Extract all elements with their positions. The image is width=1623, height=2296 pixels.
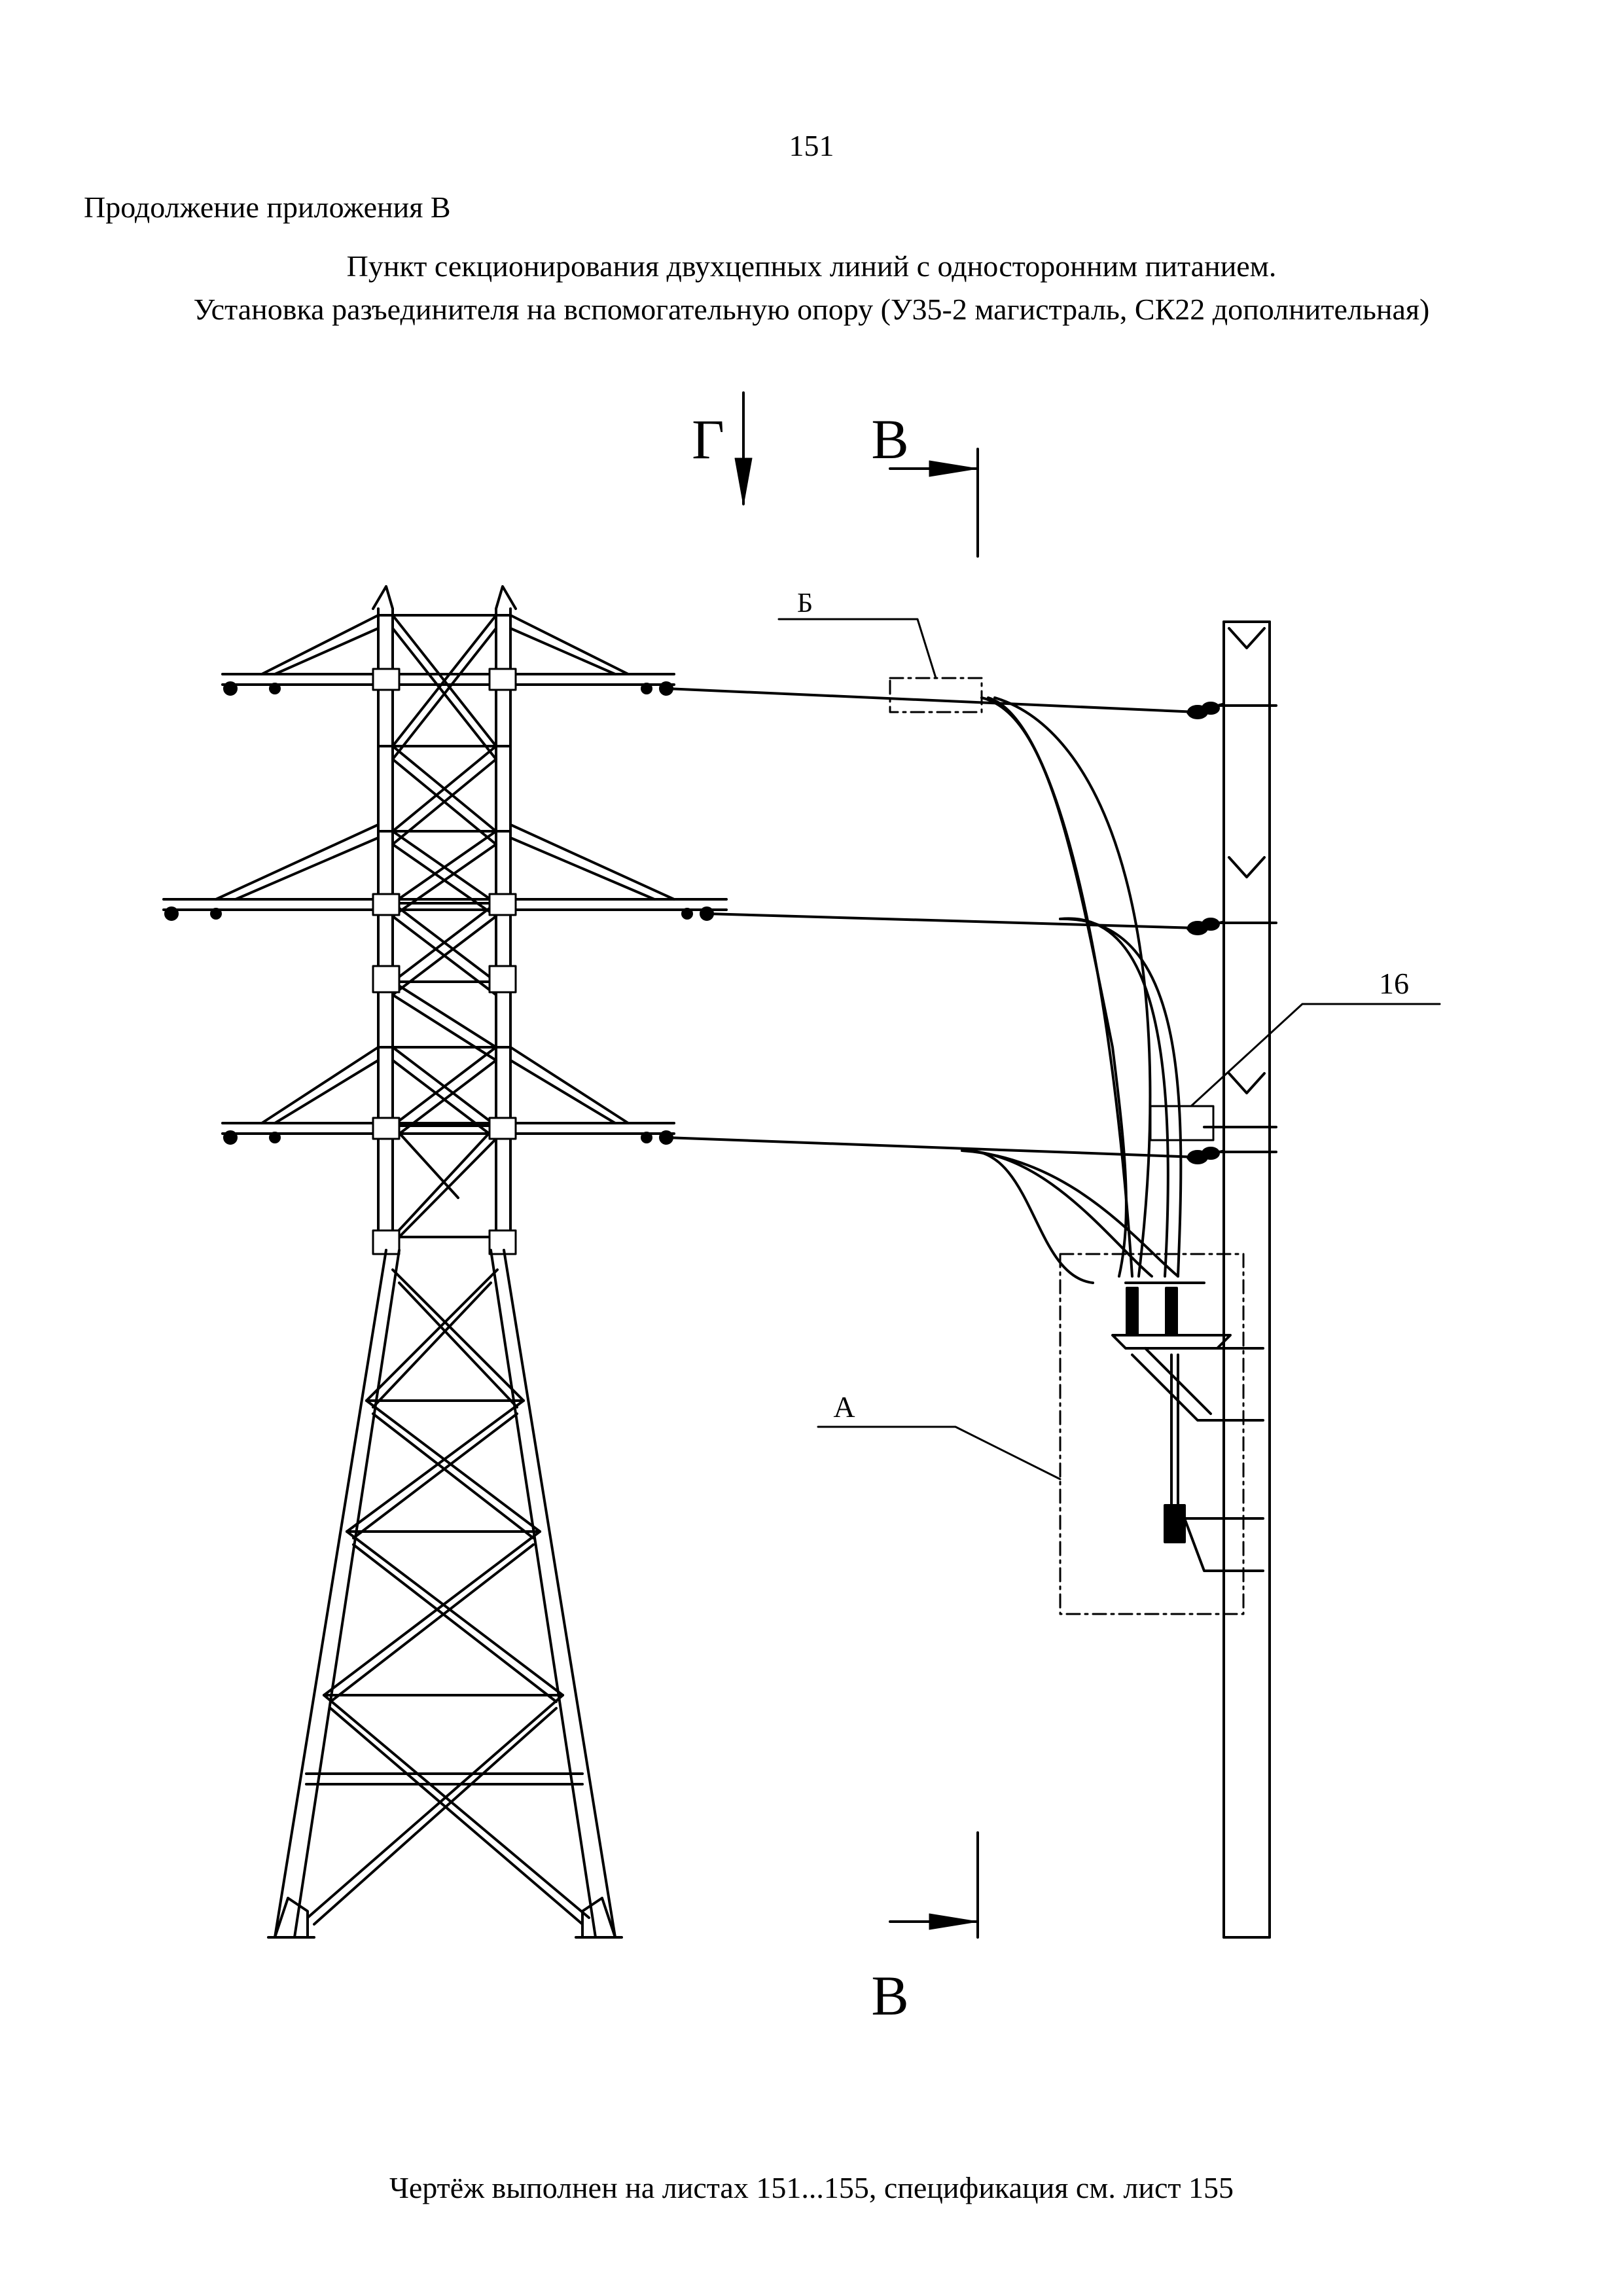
detail-frame-a <box>1059 1253 1245 1615</box>
section-arrow-top <box>889 448 979 558</box>
section-arrow-bottom <box>889 1831 979 1939</box>
detail-frame-16 <box>1149 1105 1215 1141</box>
disconnector-assembly <box>1111 1282 1264 1572</box>
lattice-tower <box>162 585 728 1939</box>
drawing-title-line-2: Установка разъединителя на вспомогательн… <box>193 293 1430 326</box>
detail-frame-b <box>889 677 983 713</box>
view-arrow-g <box>734 391 753 506</box>
section-label-bottom: В <box>871 1964 908 2027</box>
leader-16 <box>1190 1003 1441 1107</box>
footer-note: Чертёж выполнен на листах 151...155, спе… <box>389 2171 1234 2204</box>
leader-b <box>777 618 937 679</box>
section-label-top: В <box>871 408 908 471</box>
page-number: 151 <box>789 129 834 162</box>
leader-a <box>817 1426 1061 1480</box>
drawing-title-line-1: Пункт секционирования двухцепных линий с… <box>346 249 1277 283</box>
auxiliary-pole <box>1186 620 1277 1939</box>
callout-b: Б <box>797 588 813 619</box>
callout-a: А <box>833 1390 855 1424</box>
callout-16: 16 <box>1379 967 1409 1000</box>
view-label-g: Г <box>692 408 724 471</box>
appendix-label: Продолжение приложения В <box>84 190 451 224</box>
conductors <box>665 687 1199 1284</box>
